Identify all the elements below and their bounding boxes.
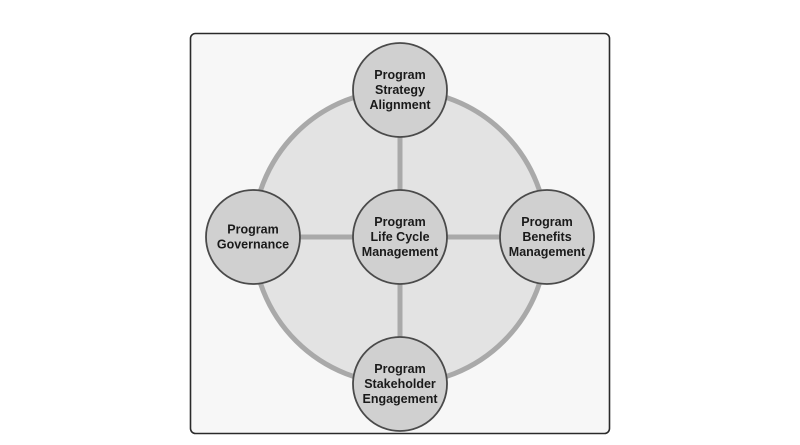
node-label-strategy-line-3: Alignment <box>369 98 431 112</box>
node-label-benefits-line-3: Management <box>509 245 586 259</box>
node-label-governance-line-2: Governance <box>217 238 289 252</box>
node-circle-benefits <box>499 189 595 285</box>
node-circle-stakeholder <box>352 336 448 432</box>
node-label-benefits-line-2: Benefits <box>522 230 571 244</box>
node-label-stakeholder-line-3: Engagement <box>362 392 438 406</box>
node-label-governance-line-1: Program <box>227 223 278 237</box>
node-circle-governance <box>205 189 301 285</box>
node-label-benefits-line-1: Program <box>521 215 572 229</box>
node-label-lifecycle-line-3: Management <box>362 245 439 259</box>
node-label-lifecycle-line-1: Program <box>374 215 425 229</box>
node-label-lifecycle-line-2: Life Cycle <box>370 230 429 244</box>
node-circle-strategy <box>352 42 448 138</box>
node-circle-lifecycle <box>352 189 448 285</box>
node-label-strategy-line-2: Strategy <box>375 83 425 97</box>
node-label-stakeholder-line-2: Stakeholder <box>364 377 436 391</box>
node-label-stakeholder-line-1: Program <box>374 362 425 376</box>
node-label-strategy-line-1: Program <box>374 68 425 82</box>
node-group: ProgramStrategyAlignmentProgramBenefitsM… <box>205 42 595 432</box>
